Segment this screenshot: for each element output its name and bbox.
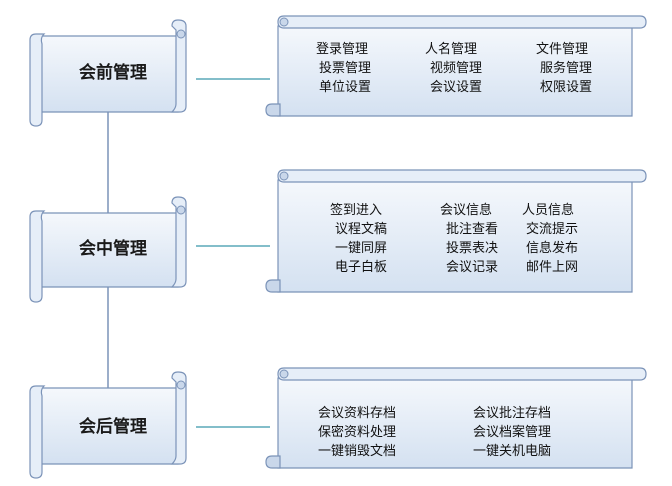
feature-item: 一键销毁文档 [318,444,397,459]
feature-item: 邮件上网 [526,260,579,275]
feature-item: 会议资料存档 [318,406,397,421]
feature-item: 投票表决 [446,241,499,256]
stage-label-before: 会前管理 [79,63,147,83]
feature-scroll-during [265,169,647,293]
feature-item: 一键关机电脑 [473,444,552,459]
feature-scroll-before [265,15,647,117]
feature-scroll-after [265,367,647,469]
stage-scroll-after [29,371,187,479]
feature-item: 会议设置 [430,80,483,95]
stage-scroll-during [29,196,187,303]
feature-item: 会议信息 [440,203,493,218]
feature-item: 交流提示 [526,222,579,237]
feature-item: 服务管理 [540,61,593,76]
feature-item: 视频管理 [430,61,483,76]
stage-scroll-before [29,19,187,127]
feature-item: 议程文稿 [335,222,388,237]
feature-item: 一键同屏 [335,241,388,256]
feature-item: 登录管理 [316,42,369,57]
feature-item: 保密资料处理 [318,425,397,440]
feature-item: 投票管理 [319,61,372,76]
feature-item: 权限设置 [540,80,593,95]
feature-item: 电子白板 [335,260,388,275]
feature-item: 信息发布 [526,241,579,256]
feature-item: 会议记录 [446,260,499,275]
feature-item: 签到进入 [330,203,383,218]
feature-item: 人员信息 [522,203,575,218]
feature-item: 单位设置 [319,80,372,95]
feature-item: 批注查看 [446,222,499,237]
stage-label-after: 会后管理 [79,417,147,437]
stage-label-during: 会中管理 [79,239,147,259]
feature-item: 会议批注存档 [473,406,552,421]
feature-item: 人名管理 [425,42,478,57]
feature-item: 文件管理 [536,42,589,57]
feature-item: 会议档案管理 [473,425,552,440]
